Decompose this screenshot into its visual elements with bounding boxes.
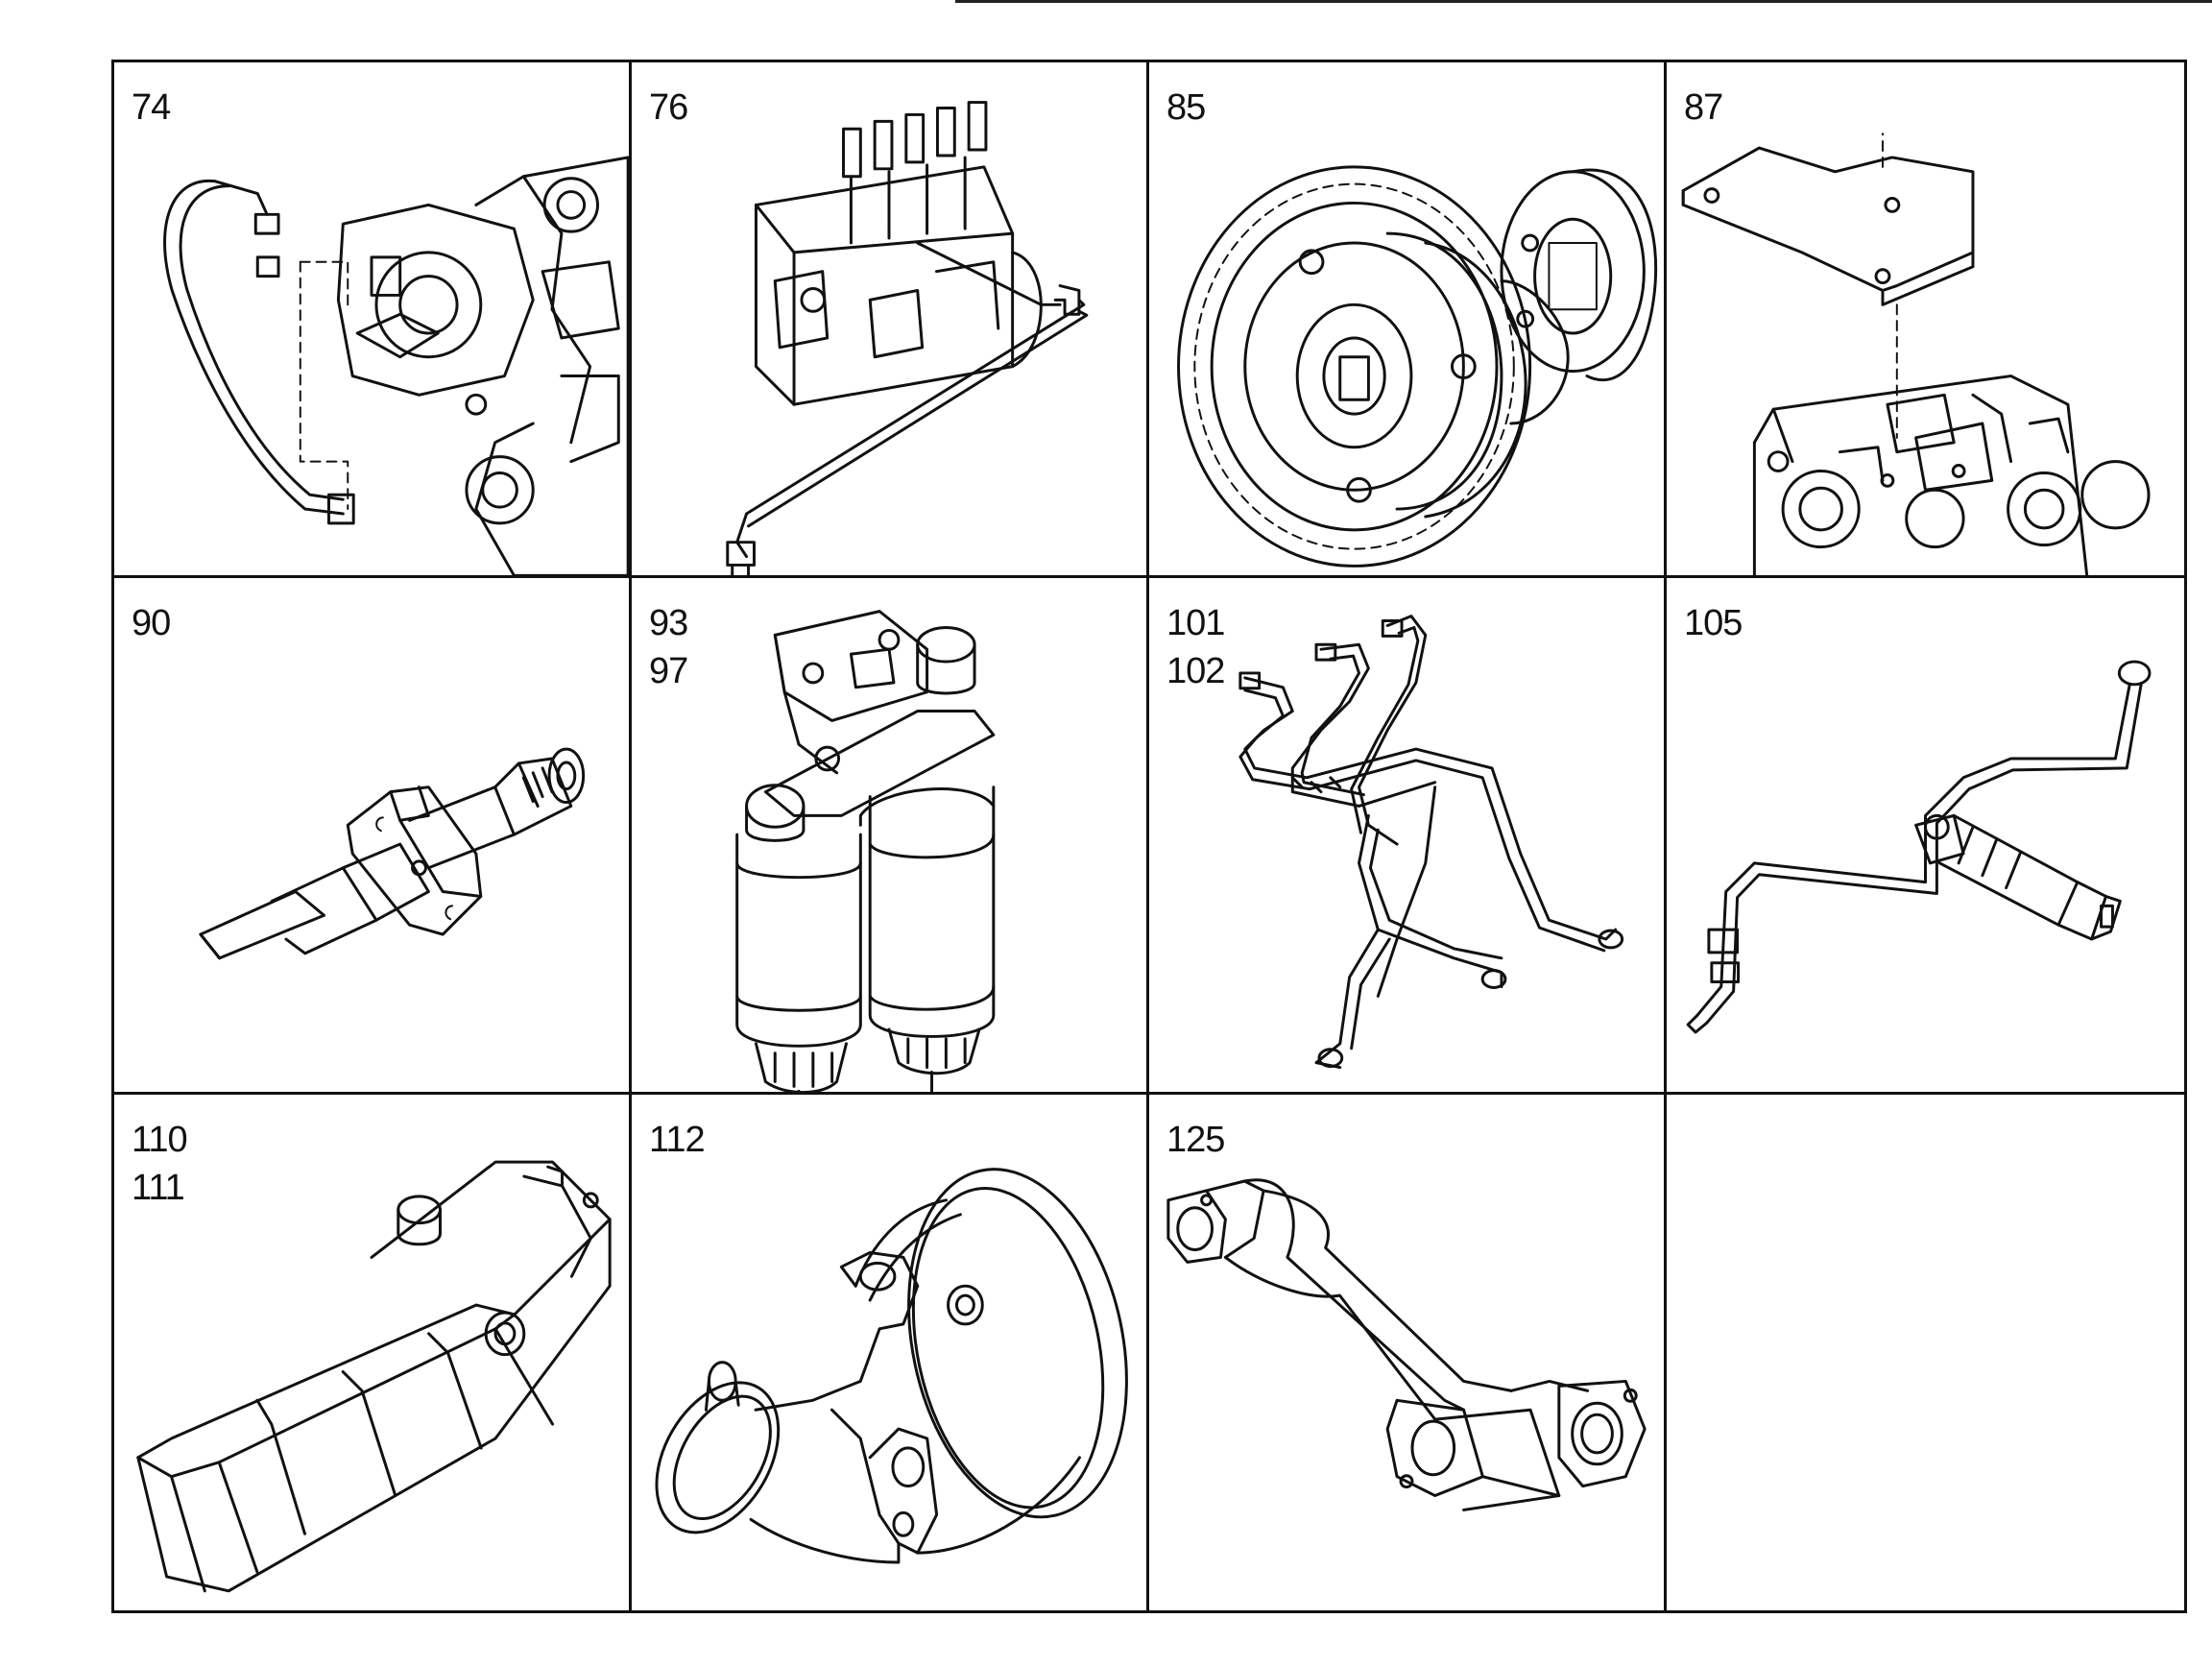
item-number: 87 — [1684, 87, 1723, 128]
injector-icon — [199, 747, 586, 960]
item-labels: 87 — [1684, 84, 1723, 132]
item-labels: 101 102 — [1166, 599, 1225, 695]
top-rule — [955, 0, 2212, 3]
part-cell-112[interactable]: 112 — [632, 1094, 1149, 1610]
empty-cell — [1667, 1095, 2184, 1610]
injector-line-icon — [1686, 660, 2152, 1034]
part-cell-110-111[interactable]: 110 111 — [114, 1094, 632, 1610]
item-number: 101 — [1166, 603, 1225, 644]
item-labels: 90 — [132, 599, 171, 647]
part-cell-74[interactable]: 74 — [114, 62, 632, 579]
part-cell-125[interactable]: 125 — [1149, 1094, 1667, 1610]
cover-plate-icon — [1681, 133, 2151, 576]
item-number: 90 — [132, 603, 171, 644]
exhaust-pipe-icon — [1166, 1177, 1647, 1511]
injection-lines-icon — [1238, 615, 1624, 1070]
item-labels: 76 — [649, 84, 688, 132]
manifold-icon — [136, 1160, 612, 1592]
elbow-housing-icon — [655, 1167, 1128, 1564]
item-number: 112 — [649, 1119, 706, 1160]
item-number: 76 — [649, 87, 688, 128]
part-cell-101-102[interactable]: 101 102 — [1149, 578, 1667, 1095]
item-number: 111 — [132, 1167, 185, 1208]
item-labels: 93 97 — [649, 599, 688, 695]
part-cell-105[interactable]: 105 — [1667, 578, 2184, 1095]
item-number: 93 — [649, 603, 688, 644]
item-labels: 74 — [132, 84, 171, 132]
item-number: 105 — [1684, 603, 1743, 644]
fuel-pipe-pump-icon — [163, 156, 629, 576]
injection-pump-icon — [726, 101, 1089, 576]
item-number: 102 — [1166, 651, 1225, 692]
item-number: 74 — [132, 87, 171, 128]
item-labels: 125 — [1166, 1116, 1225, 1164]
part-cell-85[interactable]: 85 — [1149, 62, 1667, 579]
part-cell-93-97[interactable]: 93 97 — [632, 578, 1149, 1095]
part-cell-87[interactable]: 87 — [1667, 62, 2184, 579]
parts-grid: 74 76 — [111, 60, 2187, 1613]
item-labels: 85 — [1166, 84, 1206, 132]
part-cell-76[interactable]: 76 — [632, 62, 1149, 579]
item-labels: 110 111 — [132, 1116, 188, 1212]
item-number: 125 — [1166, 1119, 1225, 1160]
item-number: 85 — [1166, 87, 1206, 128]
item-labels: 112 — [649, 1116, 706, 1164]
item-number: 97 — [649, 651, 688, 692]
item-labels: 105 — [1684, 599, 1743, 647]
fuel-filter-icon — [735, 610, 996, 1092]
item-number: 110 — [132, 1119, 188, 1160]
pump-drive-gear-icon — [1177, 165, 1658, 568]
part-cell-90[interactable]: 90 — [114, 578, 632, 1095]
